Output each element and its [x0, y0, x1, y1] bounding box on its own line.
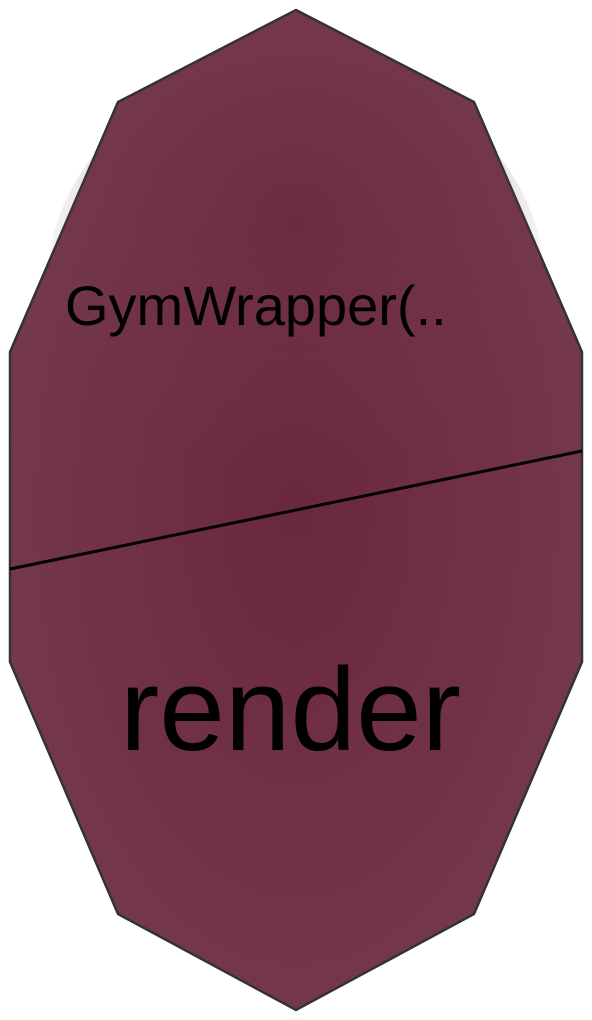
- node-class-label: GymWrapper(..: [65, 274, 447, 337]
- node-upper-shading: [46, 60, 546, 520]
- node-divider-line: [9, 449, 583, 571]
- node-method-label: render: [120, 644, 461, 776]
